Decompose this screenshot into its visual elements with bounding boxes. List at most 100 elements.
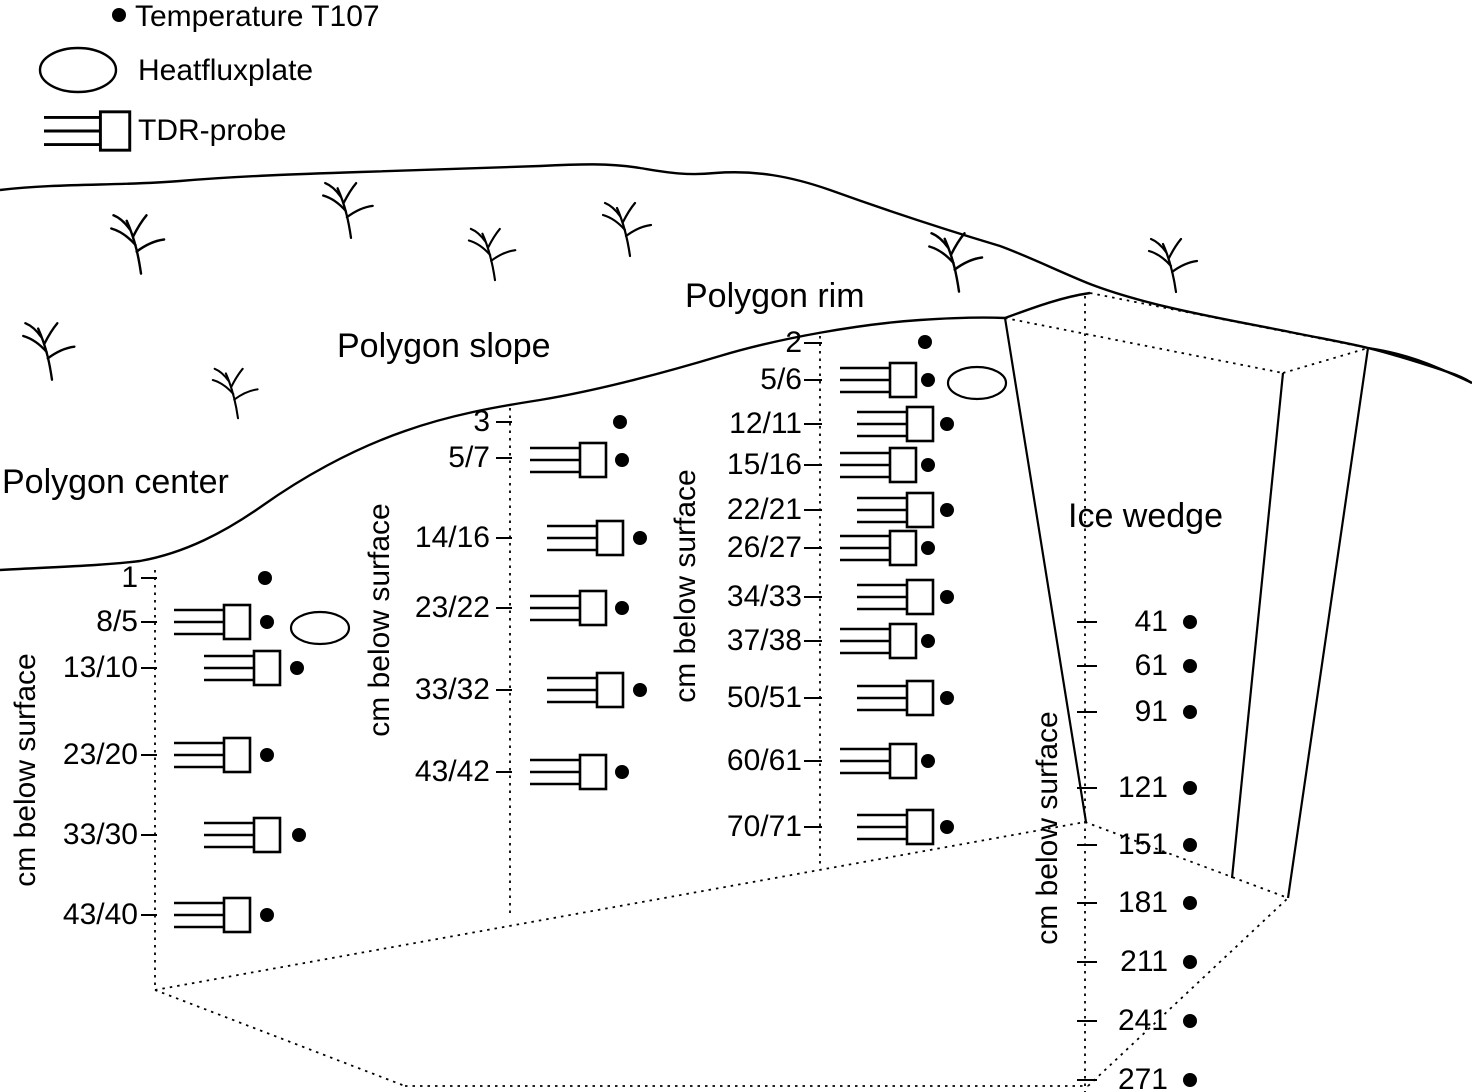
temperature-dot-icon	[1183, 705, 1197, 719]
section-title-rim: Polygon rim	[685, 277, 865, 315]
temperature-dot-icon	[1183, 896, 1197, 910]
depth-label: 271	[1117, 1063, 1168, 1092]
temperature-dot-icon	[615, 765, 629, 779]
tdr-probe-icon	[202, 649, 282, 687]
box-edge	[1084, 821, 1289, 899]
temperature-dot-icon	[940, 691, 954, 705]
tdr-probe-icon	[528, 589, 608, 627]
heatflux-plate-icon	[38, 46, 118, 94]
terrain-ridge	[1004, 291, 1091, 320]
temperature-dot-icon	[260, 615, 274, 629]
depth-label: 70/71	[726, 810, 802, 843]
tdr-probe-icon	[855, 808, 935, 846]
plant-icon	[601, 201, 653, 258]
plant-icon	[22, 322, 76, 381]
temperature-dot-icon	[921, 754, 935, 768]
temperature-dot-icon	[940, 503, 954, 517]
temperature-dot-icon	[1183, 1014, 1197, 1028]
depth-label: 23/20	[62, 738, 138, 771]
depth-label: 5/6	[760, 363, 802, 396]
temperature-dot-icon	[940, 820, 954, 834]
temperature-dot-icon	[921, 634, 935, 648]
depth-label: 43/42	[414, 755, 490, 788]
depth-label: 5/7	[448, 441, 490, 474]
depth-label: 22/21	[726, 493, 802, 526]
depth-label: 211	[1120, 945, 1168, 978]
depth-label: 8/5	[96, 605, 138, 638]
plant-icon	[321, 181, 374, 240]
depth-label: 33/30	[62, 818, 138, 851]
temperature-dot-icon	[940, 417, 954, 431]
depth-label: 2	[785, 326, 802, 359]
tdr-probe-icon	[172, 603, 252, 641]
tdr-probe-icon	[528, 441, 608, 479]
section-title-ice-wedge: Ice wedge	[1068, 497, 1223, 535]
tdr-probe-icon	[545, 671, 625, 709]
depth-label: 13/10	[62, 651, 138, 684]
box-edge	[1087, 897, 1289, 1087]
depth-label: 241	[1117, 1004, 1168, 1037]
tdr-probe-icon	[855, 679, 935, 717]
box-edge	[154, 989, 406, 1087]
tdr-probe-icon	[545, 519, 625, 557]
plant-icon	[1147, 237, 1199, 294]
temperature-dot-icon	[918, 335, 932, 349]
polygon-slope-symbols	[528, 415, 647, 791]
depth-label: 23/22	[414, 591, 490, 624]
temperature-dot-icon	[615, 453, 629, 467]
section-title-slope: Polygon slope	[337, 327, 551, 365]
legend-heatflux-label: Heatfluxplate	[138, 54, 314, 87]
polygon-rim-symbols	[838, 335, 1008, 846]
tdr-probe-icon	[838, 622, 918, 660]
plant-icon	[467, 227, 517, 282]
terrain-line-profile	[0, 316, 1006, 572]
temperature-dot-icon	[615, 601, 629, 615]
tdr-probe-icon	[172, 736, 252, 774]
legend-temperature-label: Temperature T107	[135, 0, 380, 33]
tdr-probe-icon	[172, 896, 252, 934]
depth-label: 14/16	[414, 521, 490, 554]
plant-icon	[928, 232, 984, 293]
temperature-dot-icon	[292, 828, 306, 842]
depth-label: 33/32	[414, 673, 490, 706]
wireframe-dotted	[154, 292, 1369, 1092]
polygon-center-symbols	[172, 571, 351, 934]
section-title-center: Polygon center	[2, 463, 229, 501]
depth-label: 3	[473, 405, 490, 438]
depth-label: 50/51	[726, 681, 802, 714]
plants	[22, 181, 1199, 420]
temperature-dot-icon	[921, 373, 935, 387]
temperature-dot-icon	[260, 908, 274, 922]
heatflux-plate-icon	[289, 610, 351, 646]
ice-wedge-edge	[1286, 347, 1370, 899]
plant-icon	[211, 367, 259, 420]
depth-label: 12/11	[729, 407, 802, 440]
tdr-probe-icon	[855, 491, 935, 529]
heatflux-plate-icon	[946, 365, 1008, 401]
temperature-dot-icon	[1183, 781, 1197, 795]
tdr-probe-icon	[855, 578, 935, 616]
tdr-probe-icon	[838, 742, 918, 780]
temperature-dot-icon	[1183, 955, 1197, 969]
temperature-dot-icon	[260, 748, 274, 762]
ice-wedge-edge	[1003, 317, 1088, 823]
depth-label: 37/38	[726, 624, 802, 657]
depth-label: 41	[1134, 605, 1168, 638]
temperature-dot-icon	[633, 683, 647, 697]
depth-label: 15/16	[726, 448, 802, 481]
axis-label-ice: cm below surface	[1031, 711, 1064, 945]
depth-label: 61	[1134, 649, 1168, 682]
tdr-probe-icon	[528, 753, 608, 791]
temperature-dot-icon	[1183, 838, 1197, 852]
depth-label: 43/40	[62, 898, 138, 931]
temperature-dot-icon	[112, 8, 126, 22]
box-edge	[154, 821, 1086, 991]
tdr-probe-icon	[838, 446, 918, 484]
temperature-dot-icon	[940, 590, 954, 604]
tdr-probe-icon	[855, 405, 935, 443]
depth-label: 26/27	[726, 531, 802, 564]
temperature-dot-icon	[1183, 1073, 1197, 1087]
tdr-probe-icon	[202, 816, 282, 854]
temperature-dot-icon	[613, 415, 627, 429]
temperature-dot-icon	[633, 531, 647, 545]
